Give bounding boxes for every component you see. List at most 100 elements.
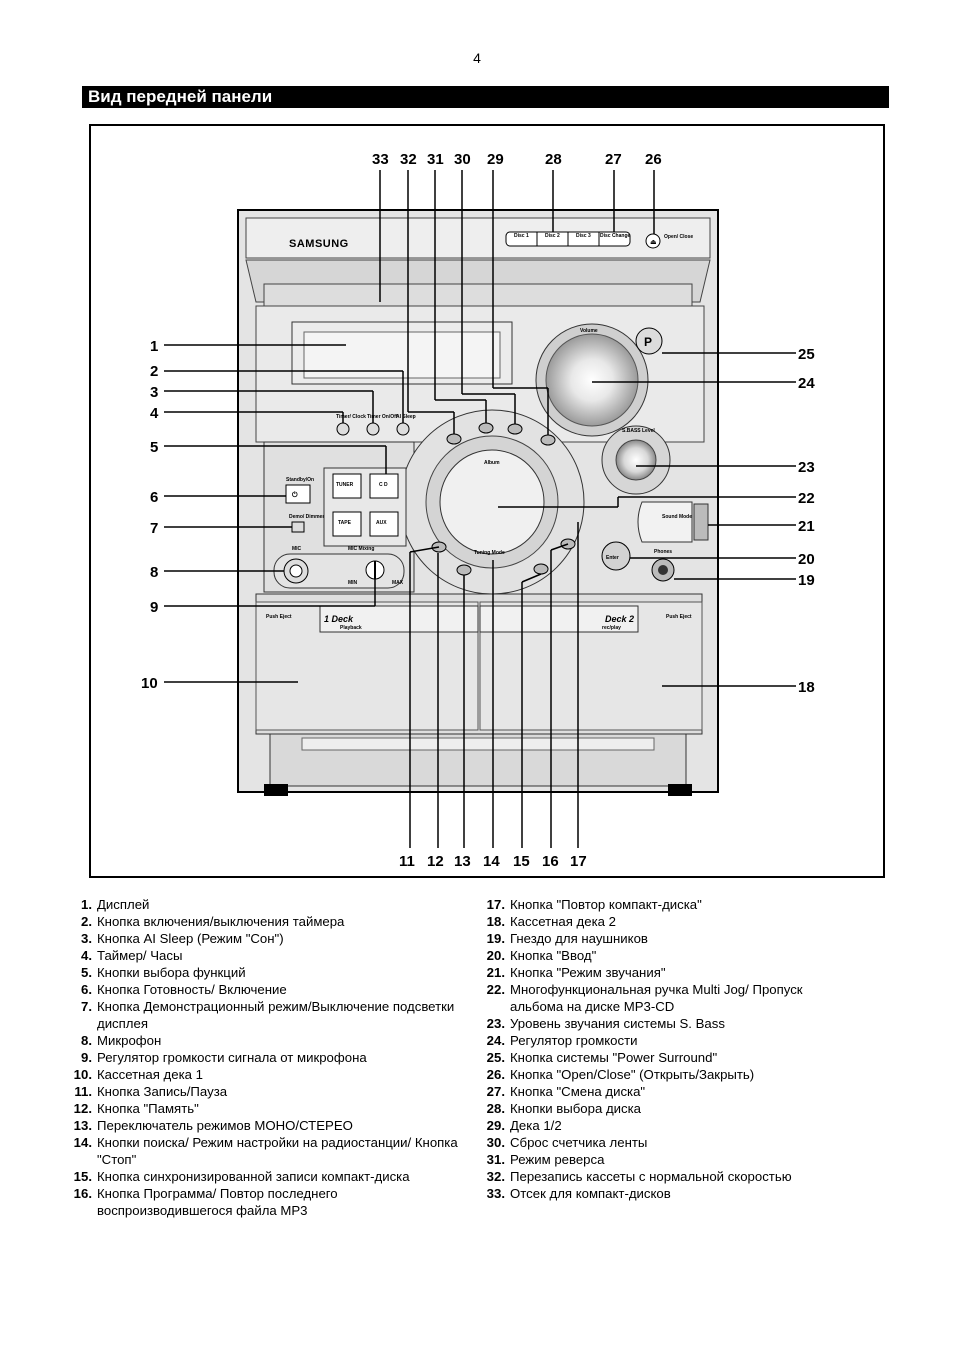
tape-button[interactable] (332, 511, 362, 537)
volume-knob[interactable] (535, 323, 649, 437)
legend-number: 19. (486, 931, 505, 946)
legend-number: 29. (486, 1118, 505, 1133)
legend-right: 17.Кнопка "Повтор компакт-диска"18.Кассе… (478, 896, 848, 1202)
callout-25: 25 (798, 346, 815, 363)
enter-label: Enter (606, 555, 619, 561)
legend-number: 6. (81, 982, 92, 997)
demo-dimmer-button[interactable] (291, 521, 305, 533)
legend-item: 21.Кнопка "Режим звучания" (478, 964, 848, 981)
legend-number: 27. (486, 1084, 505, 1099)
deck1-sub-label: Playback (340, 625, 362, 631)
legend-text: Кнопки поиска/ Режим настройки на радиос… (97, 1135, 458, 1167)
open-close-button[interactable] (645, 233, 661, 249)
disc-select-buttons[interactable]: Disc 1 Disc 2 Disc 3 Disc Change (505, 231, 631, 247)
callout-9: 9 (150, 599, 158, 616)
tuning-mode-label: Tuning Mode (474, 550, 505, 556)
legend-item: 4.Таймер/ Часы (65, 947, 465, 964)
page-number: 4 (473, 50, 481, 66)
legend-number: 3. (81, 931, 92, 946)
legend-item: 9.Регулятор громкости сигнала от микрофо… (65, 1049, 465, 1066)
legend-number: 21. (486, 965, 505, 980)
callout-13: 13 (454, 853, 471, 870)
legend-text: Кнопка системы "Power Surround" (510, 1050, 718, 1065)
power-surround-button[interactable] (635, 327, 663, 355)
legend-text: Дека 1/2 (510, 1118, 562, 1133)
reverse-mode-button[interactable] (478, 422, 494, 434)
legend-number: 8. (81, 1033, 92, 1048)
legend-item: 7.Кнопка Демонстрационный режим/Выключен… (65, 998, 465, 1032)
legend-item: 20.Кнопка "Ввод" (478, 947, 848, 964)
legend-number: 22. (486, 982, 505, 997)
sound-mode-label: Sound Mode (662, 514, 692, 520)
counter-reset-button[interactable] (507, 423, 523, 435)
ai-sleep-label: AI Sleep (396, 414, 416, 420)
tuner-button[interactable] (332, 473, 362, 499)
legend-text: Кнопки выбора диска (510, 1101, 641, 1116)
legend-number: 11. (74, 1084, 92, 1099)
callout-12: 12 (427, 853, 444, 870)
legend-item: 17. Кнопка "Повтор компакт-диска" (478, 896, 848, 913)
legend-number: 10. (73, 1067, 92, 1082)
dubbing-button[interactable] (446, 433, 462, 445)
legend-text: Кассетная дека 1 (97, 1067, 203, 1082)
legend-text: Кнопка "Ввод" (510, 948, 597, 963)
deck2-label: Deck 2 (605, 614, 634, 624)
brand-logo: SAMSUNG (289, 238, 349, 250)
callout-31: 31 (427, 151, 444, 168)
disc3-label: Disc 3 (576, 233, 591, 239)
sound-mode-wheel[interactable] (693, 503, 709, 541)
callout-22: 22 (798, 490, 815, 507)
legend-item: 27. Кнопка "Смена диска" (478, 1083, 848, 1100)
legend-text: Режим реверса (510, 1152, 605, 1167)
multi-jog-dial[interactable] (439, 449, 545, 555)
legend-number: 16. (73, 1186, 92, 1201)
legend-text: Сброс счетчика ленты (510, 1135, 648, 1150)
legend-text: Кнопка "Смена диска" (510, 1084, 646, 1099)
sbass-knob[interactable] (601, 425, 671, 495)
legend-item: 8. Микрофон (65, 1032, 465, 1049)
timer-clock-button[interactable] (336, 422, 350, 436)
legend-number: 5. (81, 965, 92, 980)
legend-text: Кнопка AI Sleep (Режим "Сон") (97, 931, 284, 946)
legend-text: Таймер/ Часы (97, 948, 183, 963)
sbass-label: S.BASS Level (622, 428, 655, 434)
disc2-label: Disc 2 (545, 233, 560, 239)
legend-text: Кнопка включения/выключения таймера (97, 914, 345, 929)
callout-4: 4 (150, 405, 159, 422)
front-panel-figure: SAMSUNG Disc 1 Disc 2 Disc 3 Disc Change… (89, 124, 885, 878)
legend-number: 33. (486, 1186, 505, 1201)
legend-item: 33. Отсек для компакт-дисков (478, 1185, 848, 1202)
callout-23: 23 (798, 459, 815, 476)
standby-button[interactable] (285, 484, 311, 504)
ai-sleep-button[interactable] (396, 422, 410, 436)
deck12-button[interactable] (540, 434, 556, 446)
legend-number: 17. (486, 897, 505, 912)
legend-text: Дисплей (97, 897, 150, 912)
cd-sync-button[interactable] (533, 563, 549, 575)
legend-text: Перезапись кассеты с нормальной скорость… (510, 1169, 792, 1184)
phones-label: Phones (654, 549, 672, 555)
legend-item: 12.Кнопка "Память" (65, 1100, 465, 1117)
callout-8: 8 (150, 564, 158, 581)
legend-text: Отсек для компакт-дисков (510, 1186, 671, 1201)
mo-st-button[interactable] (456, 564, 472, 576)
sound-mode-button[interactable] (637, 501, 693, 543)
enter-button[interactable] (601, 541, 631, 571)
cd-button[interactable] (369, 473, 399, 499)
legend-text: Кнопка "Повтор компакт-диска" (510, 897, 702, 912)
legend-text: Кнопка Демонстрационный режим/Выключение… (97, 999, 455, 1031)
deck2-sub-label: rec/play (602, 625, 621, 631)
aux-button[interactable] (369, 511, 399, 537)
tape-label: TAPE (338, 520, 352, 526)
callout-leader-lines (164, 170, 796, 848)
legend-number: 13. (73, 1118, 92, 1133)
timer-onoff-button[interactable] (366, 422, 380, 436)
legend-item: 26.Кнопка "Open/Close" (Открыть/Закрыть) (478, 1066, 848, 1083)
legend-text: Микрофон (97, 1033, 162, 1048)
timer-onoff-label: Timer On/Off (367, 414, 398, 420)
legend-number: 25. (486, 1050, 505, 1065)
callout-11: 11 (399, 853, 415, 870)
legend-item: 29. Дека 1/2 (478, 1117, 848, 1134)
deck1-label: 1 Deck (324, 614, 354, 624)
